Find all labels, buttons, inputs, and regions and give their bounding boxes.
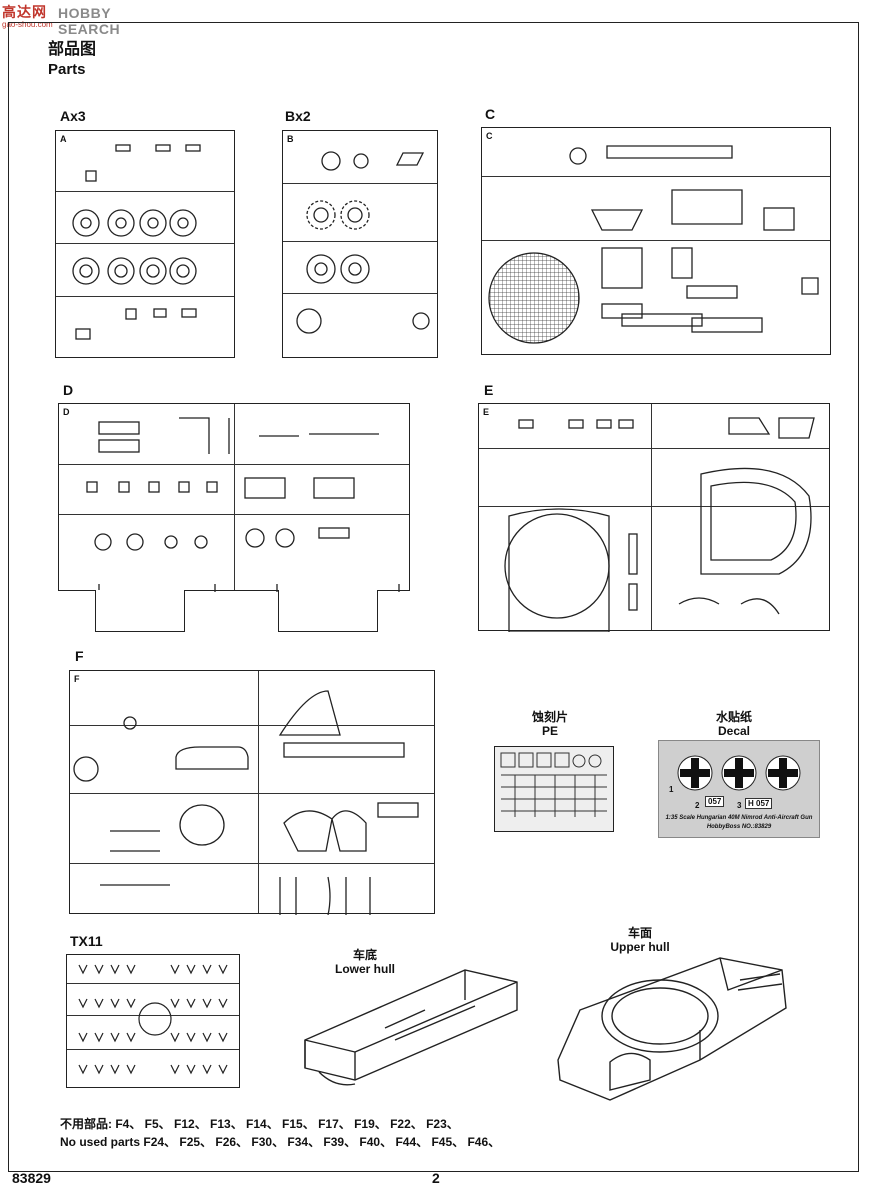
sprue-tx11-links (78, 964, 228, 1074)
pe-fret (494, 746, 614, 832)
watermark-brand: HOBBY SEARCH (58, 5, 121, 37)
lower-hull-drawing (304, 969, 518, 1086)
sprue-d-parts (86, 417, 400, 592)
decal-mark-2: 2 (695, 801, 700, 810)
decal-label-cn: 水贴纸 (715, 710, 752, 724)
watermark-logo: 高达网 (2, 4, 47, 20)
decal-sheet: 1 2 057 3 H 057 1:35 Scale Hungarian 40M… (658, 740, 820, 838)
unused-parts-cn-list: F4、 F5、 F12、 F13、 F14、 F15、 F17、 F19、 F2… (115, 1117, 459, 1131)
sprue-tx11 (66, 954, 240, 1088)
sprue-tag: C (486, 131, 493, 141)
upper-hull-drawing (557, 957, 787, 1101)
sprue-d-tab-left (95, 590, 185, 632)
watermark: 高达网 HOBBY SEARCH gao-shou.com (0, 0, 160, 37)
upper-hull-label-en: Upper hull (610, 940, 670, 954)
pe-label-cn: 蚀刻片 (531, 710, 568, 724)
sprue-e: E (478, 403, 830, 632)
lower-hull-label-cn: 车底 (352, 948, 377, 962)
sprue-e-parts (504, 417, 815, 632)
decal-label-en: Decal (717, 724, 751, 738)
sprue-b: B (282, 130, 438, 358)
sprue-label-a: Ax3 (60, 108, 86, 124)
sprue-tag: D (63, 407, 70, 417)
sprue-a-parts (72, 144, 201, 340)
unused-parts-cn: 不用部品: F4、 F5、 F12、 F13、 F14、 F15、 F17、 F… (60, 1115, 459, 1132)
decal-mark-3: 3 (737, 801, 742, 810)
lower-hull-label-en: Lower hull (335, 962, 395, 976)
sprue-b-parts (296, 151, 430, 334)
unused-parts-en: No used parts F24、 F25、 F26、 F30、 F34、 F… (60, 1133, 500, 1150)
unused-parts-cn-label: 不用部品: (60, 1117, 112, 1131)
unused-parts-en-list: F24、 F25、 F26、 F30、 F34、 F39、 F40、 F44、 … (143, 1135, 501, 1149)
sprue-tag: E (483, 407, 490, 417)
decal-mark-1: 1 (669, 785, 674, 794)
sprue-d: D (58, 403, 410, 592)
sprue-d-tab-right (278, 590, 378, 632)
decal-plate-2: H 057 (745, 798, 773, 809)
sprue-c: C (481, 127, 831, 355)
sprue-f-parts (73, 690, 419, 915)
kit-number: 83829 (12, 1170, 51, 1186)
pe-fret-parts (500, 752, 607, 817)
page-frame (8, 22, 859, 1172)
unused-parts-en-label: No used parts (60, 1135, 141, 1149)
page-number: 2 (432, 1170, 440, 1186)
sprue-f: F (69, 670, 435, 915)
pe-label-en: PE (541, 724, 558, 738)
sprue-a: A (55, 130, 235, 358)
sprue-c-parts (488, 145, 819, 344)
decal-caption-1: 1:35 Scale Hungarian 40M Nimrod Anti-Air… (665, 815, 813, 821)
title-cn: 部品图 (48, 41, 97, 58)
sprue-label-d: D (63, 382, 74, 398)
decal-plate-1: 057 (705, 796, 725, 807)
sprue-tag: A (60, 134, 67, 144)
sprue-label-f: F (75, 648, 84, 664)
upper-hull-label-cn: 车面 (627, 926, 652, 940)
decal-crosses (677, 755, 801, 791)
title-en: Parts (48, 61, 86, 78)
sprue-tag: F (74, 674, 80, 684)
sprue-label-c: C (485, 106, 496, 122)
sprue-label-e: E (484, 382, 494, 398)
sprue-label-tx11: TX11 (70, 933, 103, 949)
decal-caption-2: HobbyBoss NO.:83829 (706, 824, 772, 830)
sprue-label-b: Bx2 (285, 108, 311, 124)
sprue-tag: B (287, 134, 294, 144)
watermark-url: gao-shou.com (2, 20, 53, 29)
